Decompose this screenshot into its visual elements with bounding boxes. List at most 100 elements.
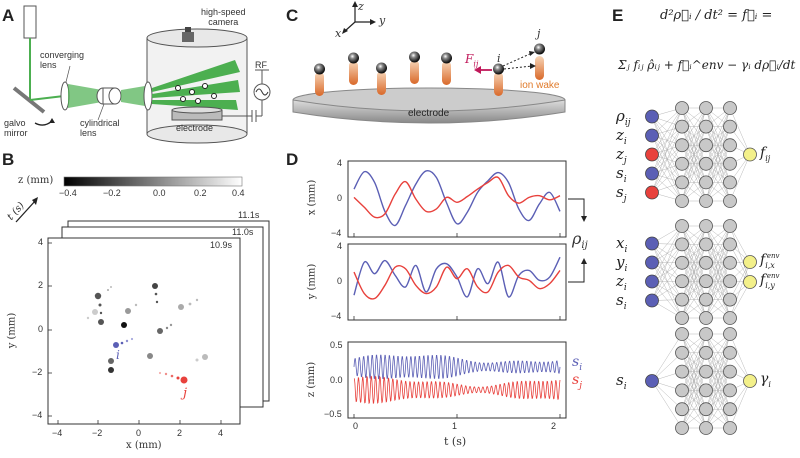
force-net-hidden-node xyxy=(675,119,689,134)
force-net-hidden-node xyxy=(675,194,689,208)
damping-net-hidden-node xyxy=(699,345,713,360)
force-net-hidden-node xyxy=(675,156,689,171)
s_j-oscillation xyxy=(353,375,561,405)
panel-label-b: B xyxy=(2,150,15,169)
y-i-line xyxy=(353,256,561,298)
panel-label-e: E xyxy=(612,6,624,25)
env-net-hidden-node xyxy=(675,219,689,233)
damping-net-hidden-node xyxy=(675,421,689,435)
s-j-label: sj xyxy=(572,372,582,391)
env-net-hidden-node xyxy=(723,219,737,233)
d-xtick-1: 1 xyxy=(452,421,458,431)
env-net-hidden-node xyxy=(723,255,737,270)
force-net-hidden-node xyxy=(675,175,689,190)
force-net-hidden-node xyxy=(723,156,737,171)
dust-particles xyxy=(314,43,545,96)
damping-net-hidden-node xyxy=(723,383,737,398)
particle-trails xyxy=(86,283,208,384)
electrode-label: electrode xyxy=(176,123,214,133)
env-net-hidden-node xyxy=(723,274,737,289)
damping-net-hidden-node xyxy=(699,402,713,417)
force-label: Fij xyxy=(465,52,479,69)
env-net-input-node xyxy=(645,236,659,251)
z-plot-ytick-0: 0.5 xyxy=(330,340,343,350)
damping-net-hidden-node xyxy=(675,364,689,379)
y-tick-1: 2 xyxy=(38,280,44,290)
panel-label-d: D xyxy=(286,150,299,169)
force-net-output-node xyxy=(743,147,757,162)
label-j: j xyxy=(537,27,541,40)
x-plot-ytick-2: −4 xyxy=(331,228,342,238)
force-net-hidden-node xyxy=(723,175,737,190)
frame-time-front: 10.9s xyxy=(210,240,233,250)
env-net-input-node xyxy=(645,274,659,289)
env-net-hidden-node xyxy=(699,219,713,233)
env-net-hidden-node xyxy=(699,237,713,252)
z-plot-ytick-1: 0.0 xyxy=(330,375,343,385)
colorbar-tick-4: 0.4 xyxy=(232,188,245,198)
force-output-label: fij xyxy=(760,144,771,163)
damping-net-hidden-node xyxy=(675,345,689,360)
damping-net-hidden-node xyxy=(699,421,713,435)
x-tick-1: −2 xyxy=(92,428,103,438)
env-net-input-node xyxy=(645,255,659,270)
axis-x-label: x xyxy=(335,27,342,40)
env-y-output-label: fi,yenv xyxy=(760,272,780,290)
z-plot-ytick-2: −0.5 xyxy=(324,409,342,419)
damping-net-hidden-node xyxy=(699,364,713,379)
panel-label-c: C xyxy=(286,6,299,25)
y-plot-ytick-1: 0 xyxy=(337,276,343,286)
x-plot-ytick-0: 4 xyxy=(337,158,343,168)
damping-net-hidden-node xyxy=(723,421,737,435)
d-xlabel: t (s) xyxy=(444,435,467,448)
x-i-line xyxy=(353,169,561,227)
frame-time-middle: 11.0s xyxy=(232,227,254,237)
env-net-hidden-node xyxy=(675,237,689,252)
x-j-line xyxy=(353,176,561,219)
env-x-output-label: fi,xenv xyxy=(760,252,780,270)
damping-net-hidden-node xyxy=(699,383,713,398)
force-net-input-node xyxy=(645,109,659,124)
env-net-hidden-node xyxy=(723,292,737,307)
damping-net-hidden-node xyxy=(723,402,737,417)
y-tick-4: −4 xyxy=(32,410,43,420)
damping-net-input-label: si xyxy=(616,371,627,392)
colorbar-tick-3: 0.2 xyxy=(194,188,207,198)
env-net-hidden-node xyxy=(699,292,713,307)
frame-front xyxy=(47,237,241,425)
colorbar-tick-2: 0.0 xyxy=(153,188,166,198)
d-xtick-0: 0 xyxy=(353,421,359,431)
force-net-hidden-node xyxy=(699,175,713,190)
particle-i-label: i xyxy=(116,348,120,362)
env-net-hidden-node xyxy=(699,274,713,289)
force-net-hidden-node xyxy=(675,138,689,153)
force-net-input-label: sj xyxy=(616,182,627,204)
rho-label: ρij xyxy=(572,229,588,252)
env-net-hidden-node xyxy=(699,255,713,270)
force-net-input-node xyxy=(645,185,659,200)
x-tick-3: 2 xyxy=(177,428,183,438)
force-net-hidden-node xyxy=(723,194,737,208)
particle-j-label: j xyxy=(183,386,188,401)
damping-net-hidden-node xyxy=(723,364,737,379)
galvo-mirror-label: galvo mirror xyxy=(4,118,28,138)
converging-lens-label: converging lens xyxy=(40,50,85,70)
force-net-hidden-node xyxy=(699,138,713,153)
frame-time-back: 11.1s xyxy=(238,210,260,220)
y-tick-2: 0 xyxy=(38,324,44,334)
x-axis-label: x (mm) xyxy=(126,440,162,451)
colorbar-tick-0: −0.4 xyxy=(59,188,77,198)
env-net-output-node xyxy=(743,255,757,269)
d-xtick-2: 2 xyxy=(551,421,557,431)
z-colorbar xyxy=(63,176,243,187)
force-net-hidden-node xyxy=(699,101,713,115)
damping-net-hidden-node xyxy=(723,327,737,341)
electrode-c-label: electrode xyxy=(408,108,450,119)
x-plot-ytick-1: 0 xyxy=(337,193,343,203)
env-net-hidden-node xyxy=(723,311,737,325)
force-net-hidden-node xyxy=(723,119,737,134)
env-net-input-label: si xyxy=(616,290,627,312)
